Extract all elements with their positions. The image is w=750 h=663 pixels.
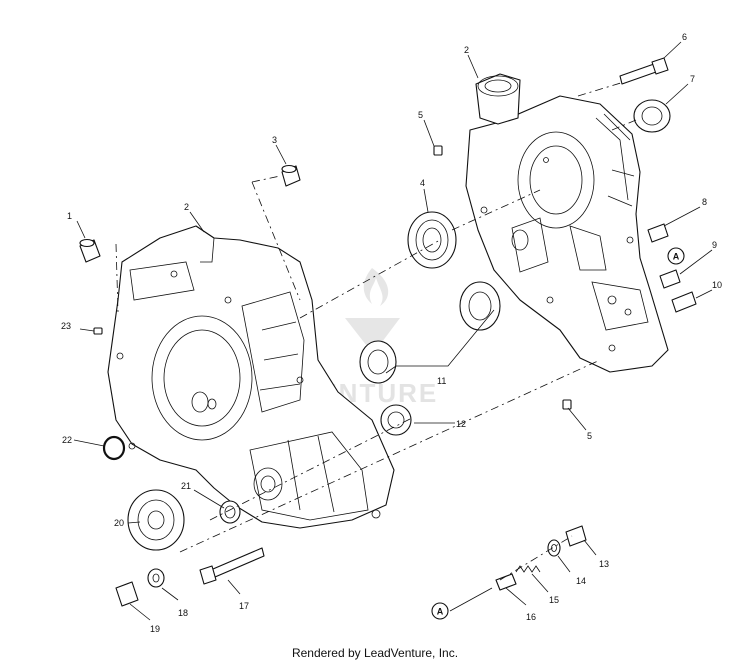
callout-5-bottom: 5 xyxy=(587,431,592,441)
callout-4: 4 xyxy=(420,178,425,188)
oil-seal-7 xyxy=(633,99,671,133)
callout-5-top: 5 xyxy=(418,110,423,120)
bearing-12 xyxy=(380,404,412,436)
drain-plug-19 xyxy=(115,581,139,607)
callout-15: 15 xyxy=(549,595,559,605)
reference-marker-top-label: A xyxy=(673,252,680,262)
callout-6: 6 xyxy=(682,32,687,42)
flame-icon xyxy=(363,268,389,306)
callout-2-right: 2 xyxy=(464,45,469,55)
reference-marker-bottom-label: A xyxy=(437,607,444,617)
bearing-11a xyxy=(459,281,501,331)
spring-15 xyxy=(515,565,541,573)
bearing-11b xyxy=(359,340,397,384)
fitting-9 xyxy=(659,269,681,289)
drain-bolt-13 xyxy=(565,525,587,547)
o-ring-22 xyxy=(102,435,126,461)
callout-10: 10 xyxy=(712,280,722,290)
callout-8: 8 xyxy=(702,197,707,207)
footer-credit: Rendered by LeadVenture, Inc. xyxy=(292,646,458,660)
crankcase-left-half xyxy=(107,225,395,529)
callout-11: 11 xyxy=(437,376,446,386)
callout-21: 21 xyxy=(181,481,191,491)
dowel-sleeve-1 xyxy=(79,238,101,263)
long-bolt-17 xyxy=(199,547,265,585)
callout-13: 13 xyxy=(599,559,609,569)
bolt-6 xyxy=(619,57,669,85)
callout-labels: 1 2 2 3 4 5 5 6 7 8 9 10 11 12 13 14 15 … xyxy=(61,32,722,634)
crankcase-right-half xyxy=(465,73,669,373)
callout-3: 3 xyxy=(272,135,277,145)
pulley-20 xyxy=(127,489,185,551)
v-mark-icon xyxy=(345,318,400,350)
callout-9: 9 xyxy=(712,240,717,250)
dowel-sleeve-3 xyxy=(281,164,301,187)
washer-14 xyxy=(547,539,561,557)
callout-18: 18 xyxy=(178,608,188,618)
washer-18 xyxy=(147,568,165,588)
callout-2-left: 2 xyxy=(184,202,189,212)
reference-marker-top: A xyxy=(667,247,685,265)
fitting-10 xyxy=(671,291,697,313)
callout-16: 16 xyxy=(526,612,536,622)
callout-23: 23 xyxy=(61,321,71,331)
locating-pin-23 xyxy=(93,327,103,335)
callout-1: 1 xyxy=(67,211,72,221)
callout-14: 14 xyxy=(576,576,586,586)
callout-17: 17 xyxy=(239,601,249,611)
reference-marker-bottom: A xyxy=(431,602,449,620)
callout-22: 22 xyxy=(62,435,72,445)
plug-8 xyxy=(647,223,669,243)
callout-7: 7 xyxy=(690,74,695,84)
locating-pin-5a xyxy=(433,145,443,156)
callout-12: 12 xyxy=(456,419,466,429)
callout-20: 20 xyxy=(114,518,124,528)
oil-seal-21 xyxy=(219,500,241,524)
locating-pin-5b xyxy=(562,399,572,410)
bearing-4 xyxy=(407,211,457,269)
leader-lines xyxy=(73,41,713,621)
callout-19: 19 xyxy=(150,624,160,634)
